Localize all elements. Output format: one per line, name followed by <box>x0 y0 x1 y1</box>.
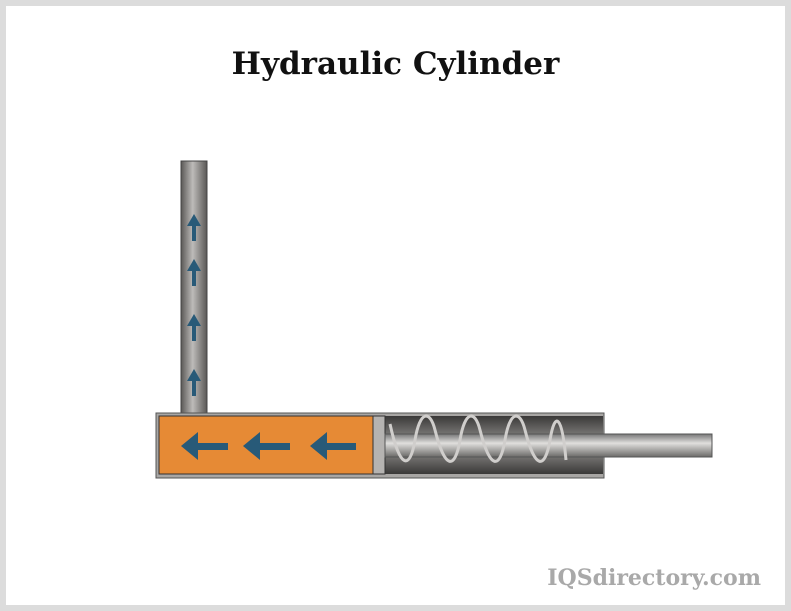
arrow-left-icon <box>181 432 228 460</box>
spring-icon <box>388 414 568 463</box>
arrow-left-icon <box>310 432 356 460</box>
arrow-up-icon <box>187 214 201 241</box>
flow-arrows-up <box>187 214 201 396</box>
arrow-up-icon <box>187 259 201 286</box>
flow-arrows-left <box>181 432 356 460</box>
piston <box>372 415 386 475</box>
diagram-title: Hydraulic Cylinder <box>231 46 560 82</box>
arrow-up-icon <box>187 369 201 396</box>
watermark-logo: IQSdirectory.com <box>547 565 761 591</box>
arrow-left-icon <box>243 432 290 460</box>
arrow-up-icon <box>187 314 201 341</box>
